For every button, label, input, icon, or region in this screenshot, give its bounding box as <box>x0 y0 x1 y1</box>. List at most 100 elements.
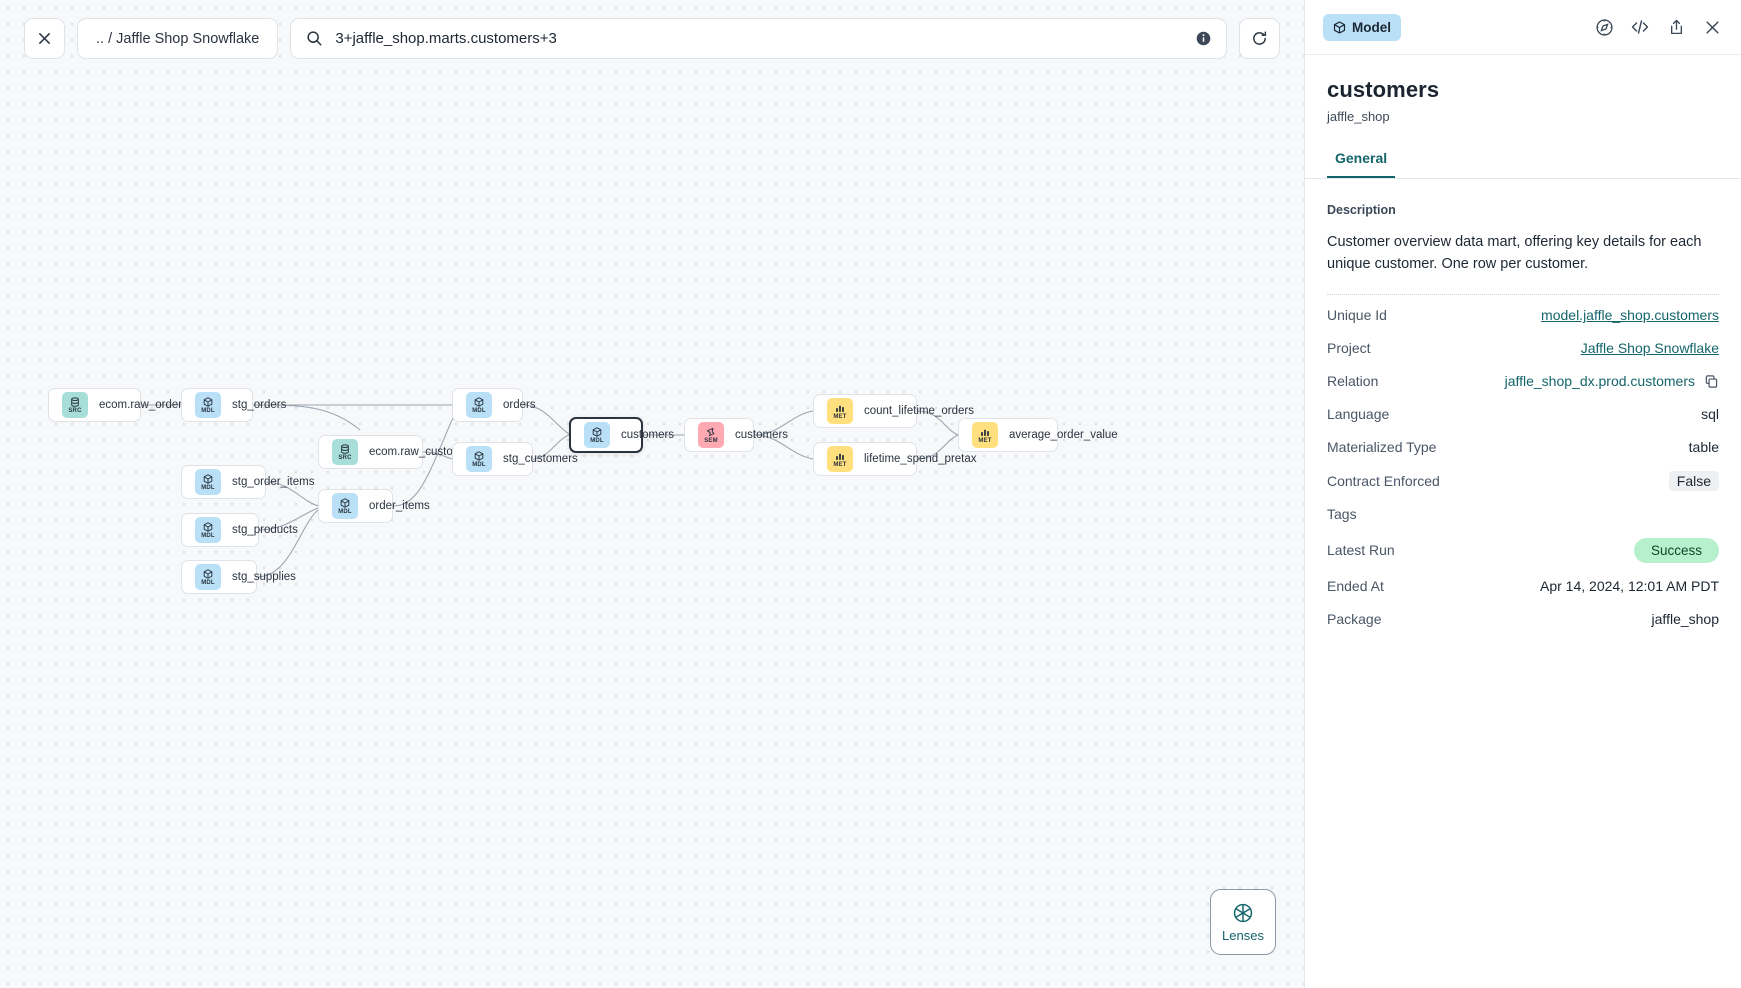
field-row-tags: Tags <box>1327 498 1719 531</box>
graph-node-label: ecom.raw_orders <box>99 399 188 411</box>
graph-node-label: stg_products <box>232 524 298 536</box>
page-subtitle: jaffle_shop <box>1327 109 1390 124</box>
mdl-badge-icon: MDL <box>195 517 221 543</box>
mdl-badge-icon: MDL <box>195 392 221 418</box>
graph-node-stg-customers[interactable]: MDL stg_customers <box>452 442 578 476</box>
field-key: Project <box>1327 340 1371 357</box>
details-panel-body: Description Customer overview data mart,… <box>1305 179 1741 988</box>
met-badge-icon: MET <box>827 446 853 472</box>
field-value-link[interactable]: model.jaffle_shop.customers <box>1541 307 1719 324</box>
field-row-project: Project Jaffle Shop Snowflake <box>1327 332 1719 365</box>
graph-node-stg-orders[interactable]: MDL stg_orders <box>181 388 286 422</box>
mdl-badge-icon: MDL <box>195 469 221 495</box>
graph-node-label: orders <box>503 399 536 411</box>
graph-node-stg-order-items[interactable]: MDL stg_order_items <box>181 465 314 499</box>
field-key: Ended At <box>1327 578 1384 595</box>
field-value: sql <box>1701 406 1719 423</box>
graph-node-ecom-raw-customers[interactable]: SRC ecom.raw_customers <box>318 435 478 469</box>
graph-node-customers-model[interactable]: MDL customers <box>569 417 674 453</box>
field-row-ended-at: Ended At Apr 14, 2024, 12:01 AM PDT <box>1327 570 1719 603</box>
graph-node-label: count_lifetime_orders <box>864 405 974 417</box>
field-value: jaffle_shop <box>1651 611 1719 628</box>
lineage-canvas[interactable]: .. / Jaffle Shop Snowflake 3+jaffle_shop… <box>0 0 1304 988</box>
field-value-link[interactable]: Jaffle Shop Snowflake <box>1580 340 1719 357</box>
refresh-icon <box>1251 30 1268 47</box>
details-panel: Model <box>1304 0 1741 988</box>
resource-type-label: Model <box>1352 19 1391 35</box>
field-value-group: jaffle_shop_dx.prod.customers <box>1505 373 1719 389</box>
graph-node-order-items[interactable]: MDL order_items <box>318 489 430 523</box>
mdl-badge-icon: MDL <box>466 392 492 418</box>
field-key: Unique Id <box>1327 307 1387 324</box>
graph-node-ecom-raw-orders[interactable]: SRC ecom.raw_orders <box>48 388 188 422</box>
mdl-badge-icon: MDL <box>332 493 358 519</box>
src-badge-icon: SRC <box>62 392 88 418</box>
resource-type-chip[interactable]: Model <box>1323 13 1401 41</box>
graph-node-stg-products[interactable]: MDL stg_products <box>181 513 298 547</box>
breadcrumb[interactable]: .. / Jaffle Shop Snowflake <box>77 18 279 59</box>
description-label: Description <box>1327 203 1396 217</box>
page-title: customers <box>1327 77 1440 102</box>
status-badge: Success <box>1633 537 1719 563</box>
contract-enforced-badge: False <box>1668 470 1719 491</box>
graph-node-label: customers <box>735 429 789 441</box>
field-row-contract-enforced: Contract Enforced False <box>1327 464 1719 498</box>
code-icon[interactable] <box>1627 14 1653 40</box>
graph-node-label: lifetime_spend_pretax <box>864 453 977 465</box>
lenses-button[interactable]: Lenses <box>1210 889 1276 955</box>
description-text: Customer overview data mart, offering ke… <box>1327 234 1702 273</box>
src-badge-icon: SRC <box>332 439 358 465</box>
graph-node-stg-supplies[interactable]: MDL stg_supplies <box>181 560 296 594</box>
canvas-toolbar: .. / Jaffle Shop Snowflake 3+jaffle_shop… <box>24 18 1281 59</box>
field-row-unique-id: Unique Id model.jaffle_shop.customers <box>1327 299 1719 332</box>
lineage-graph: SRC ecom.raw_orders MDL stg_orders <box>48 388 1118 594</box>
close-icon <box>37 31 52 46</box>
share-icon[interactable] <box>1663 14 1689 40</box>
breadcrumb-label: .. / Jaffle Shop Snowflake <box>96 30 260 47</box>
compass-icon[interactable] <box>1591 14 1617 40</box>
graph-node-orders[interactable]: MDL orders <box>452 388 536 422</box>
graph-node-average-order-value[interactable]: MET average_order_value <box>958 418 1118 452</box>
search-bar[interactable]: 3+jaffle_shop.marts.customers+3 <box>290 18 1228 59</box>
field-key: Tags <box>1327 506 1357 523</box>
refresh-button[interactable] <box>1239 18 1281 59</box>
section-divider <box>1327 293 1719 295</box>
field-value-relation[interactable]: jaffle_shop_dx.prod.customers <box>1504 373 1695 390</box>
graph-node-lifetime-spend-pretax[interactable]: MET lifetime_spend_pretax <box>813 442 977 476</box>
field-key: Latest Run <box>1327 542 1395 559</box>
field-row-language: Language sql <box>1327 398 1719 431</box>
search-input[interactable]: 3+jaffle_shop.marts.customers+3 <box>335 30 557 47</box>
details-panel-toolbar: Model <box>1305 0 1741 55</box>
field-value: table <box>1688 439 1719 456</box>
graph-node-label: order_items <box>369 500 430 512</box>
field-row-relation: Relation jaffle_shop_dx.prod.customers <box>1327 365 1719 398</box>
sem-badge-icon: SEM <box>698 422 724 448</box>
details-panel-header: customers jaffle_shop <box>1305 55 1741 124</box>
mdl-badge-icon: MDL <box>195 564 221 590</box>
field-value-group: Success <box>1633 537 1719 563</box>
graph-node-customers-semantic[interactable]: SEM customers <box>684 418 788 452</box>
lenses-label: Lenses <box>1222 927 1264 943</box>
copy-icon[interactable] <box>1704 374 1719 389</box>
met-badge-icon: MET <box>972 422 998 448</box>
tab-general[interactable]: General <box>1327 150 1396 178</box>
close-icon[interactable] <box>1699 14 1725 40</box>
mdl-badge-icon: MDL <box>584 422 610 448</box>
graph-node-label: stg_orders <box>232 399 287 411</box>
field-key: Language <box>1327 406 1390 423</box>
aperture-icon <box>1232 902 1254 924</box>
field-row-latest-run: Latest Run Success <box>1327 531 1719 570</box>
graph-node-label: stg_order_items <box>232 476 315 488</box>
info-icon[interactable] <box>1195 30 1212 47</box>
field-row-package: Package jaffle_shop <box>1327 603 1719 636</box>
field-key: Relation <box>1327 373 1379 390</box>
graph-node-label: average_order_value <box>1009 429 1118 441</box>
field-row-materialized-type: Materialized Type table <box>1327 431 1719 464</box>
graph-node-count-lifetime-orders[interactable]: MET count_lifetime_orders <box>813 394 974 428</box>
field-value-group: False <box>1668 470 1719 491</box>
graph-node-label: customers <box>621 429 675 441</box>
close-lineage-button[interactable] <box>24 18 65 59</box>
field-value: Apr 14, 2024, 12:01 AM PDT <box>1540 578 1719 595</box>
cube-icon <box>1333 20 1346 34</box>
search-icon <box>306 30 323 47</box>
